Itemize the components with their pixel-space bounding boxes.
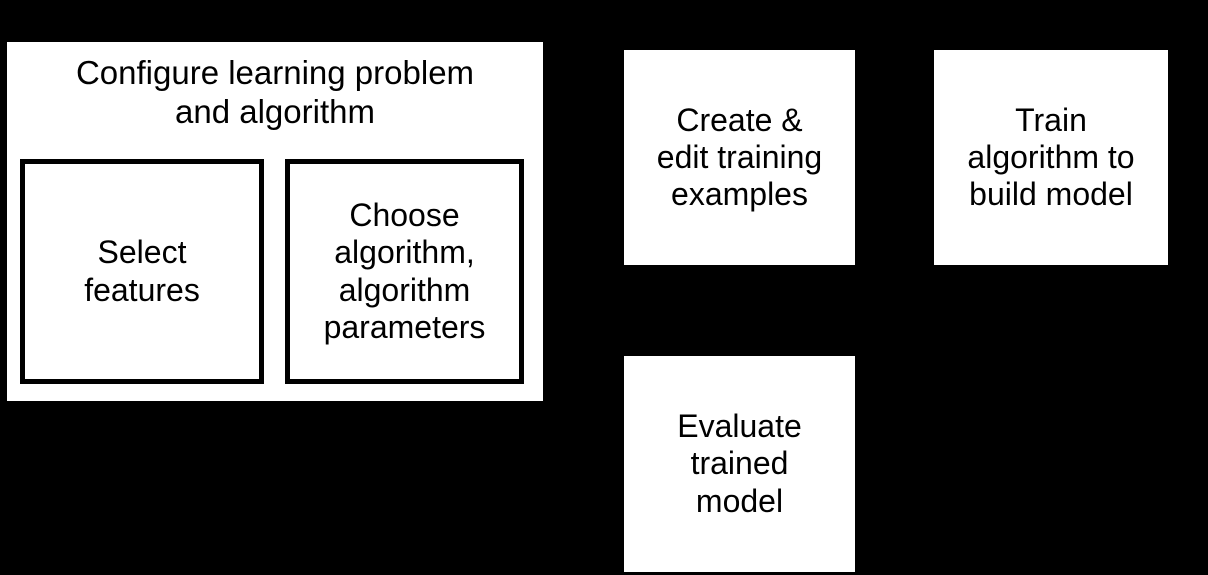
node-train-algorithm-build-model[interactable]: Train algorithm to build model: [934, 50, 1168, 265]
node-select-features[interactable]: Select features: [20, 159, 264, 384]
node-evaluate-trained-model[interactable]: Evaluate trained model: [624, 356, 855, 572]
panel-configure-learning-problem[interactable]: Configure learning problem and algorithm…: [5, 40, 545, 403]
node-create-edit-training-examples[interactable]: Create & edit training examples: [624, 50, 855, 265]
node-choose-algorithm[interactable]: Choose algorithm, algorithm parameters: [285, 159, 524, 384]
panel-configure-title: Configure learning problem and algorithm: [75, 54, 475, 130]
